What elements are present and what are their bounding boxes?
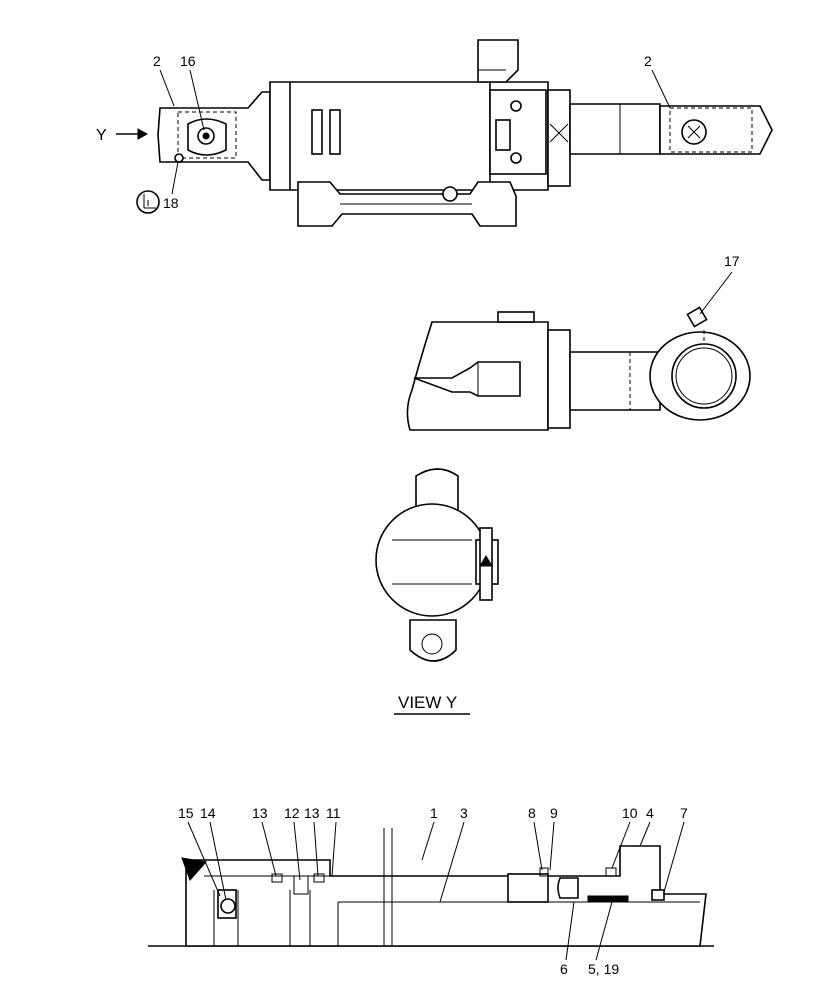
view-y-label: Y: [96, 127, 107, 144]
callout-14: 14: [200, 805, 216, 821]
callout-7: 7: [680, 805, 688, 821]
callout-12: 12: [284, 805, 300, 821]
callout-13-a: 13: [252, 805, 268, 821]
view-y-caption: VIEW Y: [398, 693, 457, 712]
callout-1: 1: [430, 805, 438, 821]
callout-2-left: 2: [153, 53, 161, 69]
callout-16: 16: [180, 53, 196, 69]
callout-10: 10: [622, 805, 638, 821]
callout-4: 4: [646, 805, 654, 821]
cylinder-top-view: [157, 39, 773, 227]
grease-apply-icon: [136, 190, 160, 214]
callout-17: 17: [724, 253, 740, 269]
view-y-drawing: [375, 468, 499, 662]
callout-2-right: 2: [644, 53, 652, 69]
view-y-arrow: Y: [96, 127, 149, 144]
callout-9: 9: [550, 805, 558, 821]
cylinder-section-view: [148, 828, 714, 947]
callout-6: 6: [560, 961, 568, 977]
callout-11: 11: [326, 805, 341, 821]
arrow-right-icon: [116, 128, 149, 140]
callout-8: 8: [528, 805, 536, 821]
callout-3: 3: [460, 805, 468, 821]
cylinder-side-view: [406, 306, 751, 431]
callout-18: 18: [163, 195, 179, 211]
callout-13-b: 13: [304, 805, 320, 821]
callout-15: 15: [178, 805, 194, 821]
callout-5-19: 5, 19: [588, 961, 619, 977]
